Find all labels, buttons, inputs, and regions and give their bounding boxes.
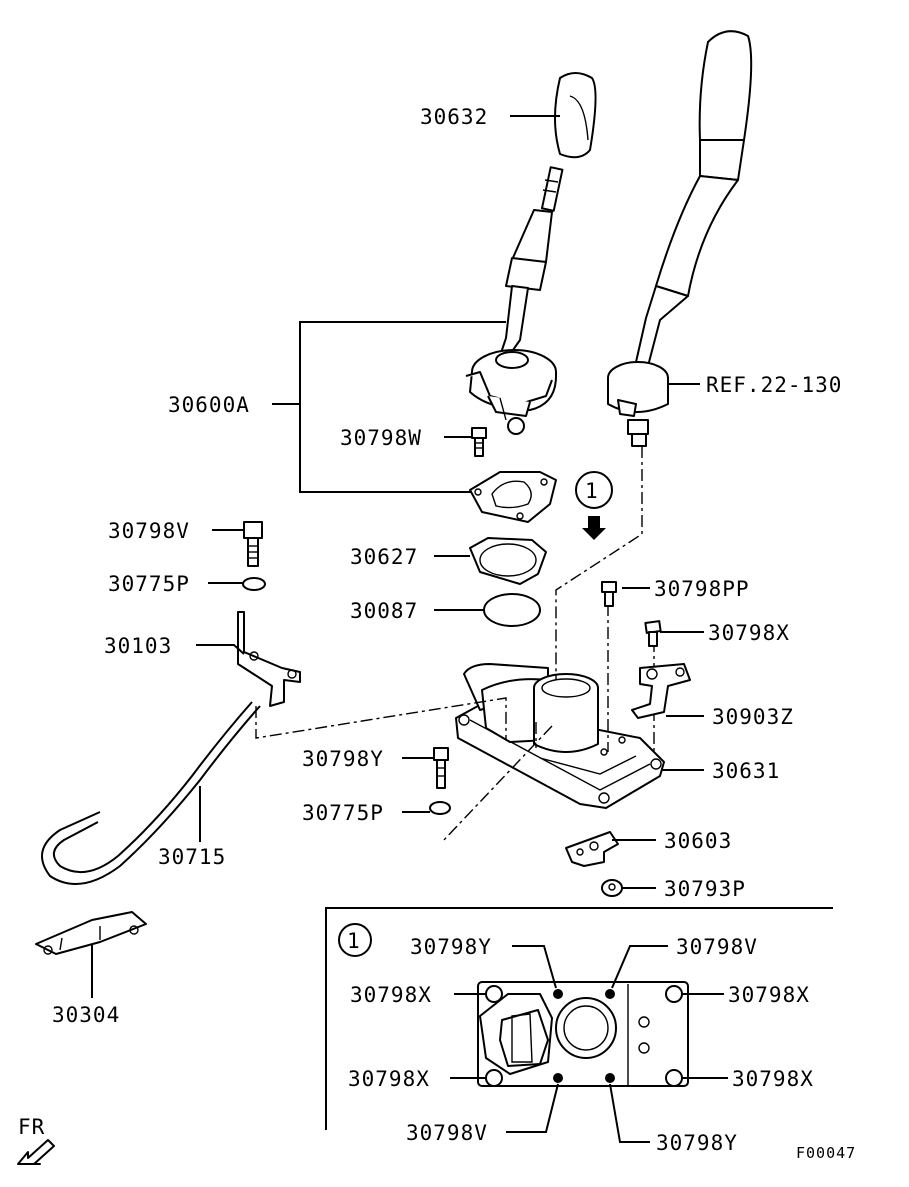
bolt-30798X[interactable]	[644, 620, 662, 647]
inset-label-bottom-right: 30798Y	[656, 1131, 738, 1155]
label-30775P: 30775P	[108, 572, 190, 596]
reference-shift-lever	[607, 30, 753, 447]
inset-label-mid-left-lower: 30798X	[348, 1067, 430, 1091]
cable-bracket-30103[interactable]	[237, 611, 301, 707]
label-30798X: 30798X	[708, 621, 790, 645]
label-30903Z: 30903Z	[712, 705, 794, 729]
washer-30775P[interactable]	[242, 577, 266, 591]
inset-label-mid-left-upper: 30798X	[350, 983, 432, 1007]
inset-frame	[325, 907, 833, 1130]
label-30631: 30631	[712, 759, 780, 783]
inset-label-mid-right-lower: 30798X	[732, 1067, 814, 1091]
gasket-30627[interactable]	[469, 537, 547, 585]
label-30798PP: 30798PP	[654, 577, 750, 601]
label-30600A: 30600A	[168, 393, 250, 417]
diagram-id: F00047	[796, 1144, 856, 1162]
label-30304: 30304	[52, 1003, 120, 1027]
front-direction-label: FR	[18, 1115, 45, 1139]
label-30798V: 30798V	[108, 519, 190, 543]
label-30793P: 30793P	[664, 877, 746, 901]
callout-1-marker	[575, 471, 613, 540]
o-ring-30087[interactable]	[483, 593, 541, 627]
inset-case-top-view	[477, 981, 689, 1087]
bolt-30798Y[interactable]	[433, 747, 449, 789]
nut-30793P[interactable]	[601, 879, 623, 897]
label-30798W: 30798W	[340, 426, 422, 450]
bracket-30903Z[interactable]	[631, 663, 691, 719]
label-30798Y: 30798Y	[302, 747, 384, 771]
shift-lever-assembly-30600A[interactable]	[465, 166, 564, 435]
front-direction-arrow	[17, 1139, 55, 1165]
inset-label-bottom-left: 30798V	[406, 1121, 488, 1145]
label-30775P-2: 30775P	[302, 801, 384, 825]
label-ref: REF.22-130	[706, 373, 842, 397]
inset-label-mid-right-upper: 30798X	[728, 983, 810, 1007]
label-30103: 30103	[104, 634, 172, 658]
label-30715: 30715	[158, 845, 226, 869]
inset-callout-circle	[338, 923, 372, 957]
bolt-30798V[interactable]	[243, 521, 263, 567]
label-30603: 30603	[664, 829, 732, 853]
inset-callout-number: 1	[347, 929, 361, 953]
inset-label-top-left: 30798Y	[410, 935, 492, 959]
lever-part-30603[interactable]	[565, 831, 619, 867]
label-30632: 30632	[420, 105, 488, 129]
cable-30715[interactable]	[41, 705, 261, 885]
clip-30304[interactable]	[35, 911, 147, 955]
shift-lever-case-30631[interactable]	[455, 663, 665, 809]
label-30627: 30627	[350, 545, 418, 569]
callout-number: 1	[585, 479, 599, 503]
washer-30775P-2[interactable]	[429, 801, 451, 815]
label-30087: 30087	[350, 599, 418, 623]
shift-knob-30632[interactable]	[554, 72, 597, 159]
bolt-30798PP[interactable]	[601, 581, 617, 607]
lever-base-plate	[469, 471, 557, 523]
inset-label-top-right: 30798V	[676, 935, 758, 959]
bolt-30798W[interactable]	[471, 427, 487, 457]
